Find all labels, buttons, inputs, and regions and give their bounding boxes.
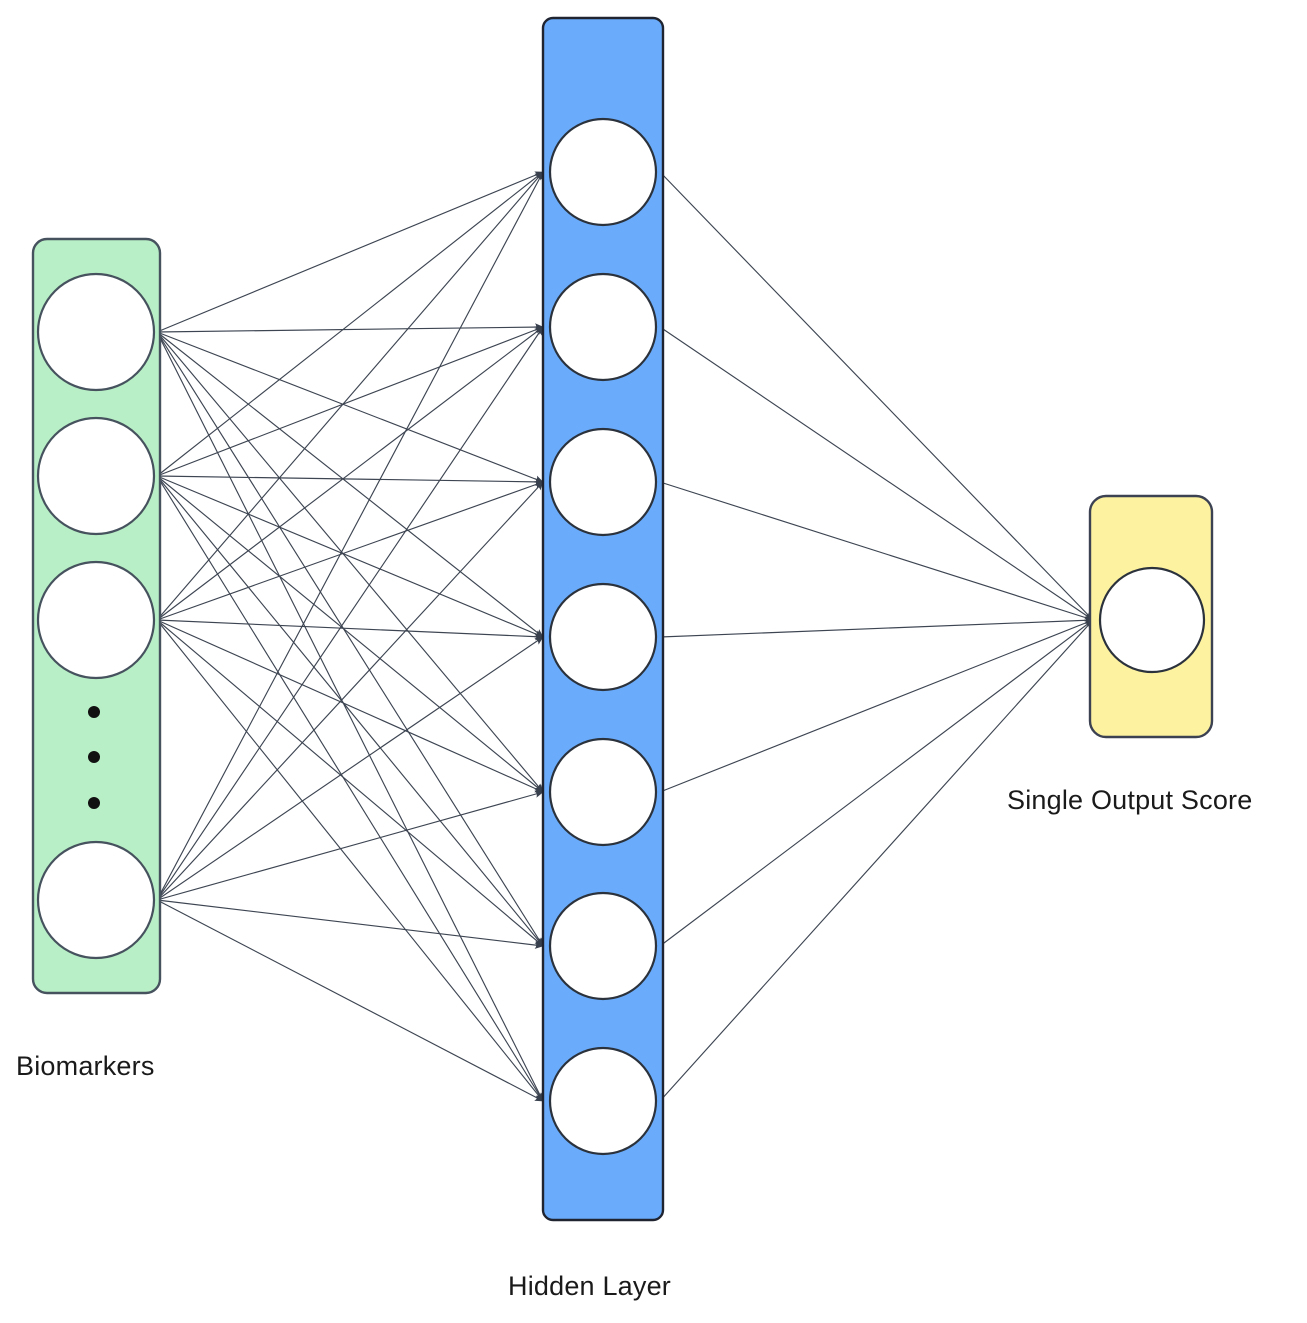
connection-input-hidden bbox=[156, 790, 544, 901]
connection-input-hidden bbox=[156, 475, 544, 486]
hidden-node bbox=[548, 427, 658, 537]
connection-input-hidden bbox=[156, 619, 544, 793]
connection-input-hidden bbox=[156, 323, 544, 333]
input-node bbox=[36, 416, 156, 536]
connection-input-hidden bbox=[156, 899, 544, 1102]
connection-input-hidden bbox=[156, 636, 544, 901]
connection-input-hidden bbox=[156, 475, 544, 793]
connection-input-hidden bbox=[156, 171, 544, 901]
hidden-node bbox=[548, 737, 658, 847]
connection-hidden-output bbox=[659, 619, 1094, 1102]
ellipsis-dot-icon bbox=[88, 751, 100, 763]
connection-input-hidden bbox=[156, 326, 544, 901]
connection-input-hidden bbox=[156, 619, 544, 947]
input-node bbox=[36, 840, 156, 960]
input-layer-label: Biomarkers bbox=[16, 1051, 155, 1081]
connection-hidden-output bbox=[659, 619, 1094, 793]
connection-input-hidden bbox=[156, 619, 544, 641]
input-node bbox=[36, 272, 156, 392]
connection-hidden-output bbox=[659, 616, 1094, 638]
input-ellipsis bbox=[88, 706, 100, 809]
output-node bbox=[1098, 566, 1206, 674]
output-layer-label: Single Output Score bbox=[1007, 785, 1253, 815]
connection-input-hidden bbox=[156, 331, 544, 947]
connection-input-hidden bbox=[156, 326, 544, 621]
connection-input-hidden bbox=[156, 481, 544, 621]
connection-input-hidden bbox=[156, 475, 544, 638]
hidden-layer-label: Hidden Layer bbox=[508, 1271, 672, 1301]
connection-input-hidden bbox=[156, 619, 544, 1102]
layer-nodes bbox=[36, 117, 1206, 1156]
connection-input-hidden bbox=[156, 326, 544, 477]
connection-input-hidden bbox=[156, 331, 544, 638]
connection-input-hidden bbox=[156, 331, 544, 483]
connection-input-hidden bbox=[156, 171, 544, 621]
edges-input-to-hidden bbox=[156, 171, 544, 1102]
ellipsis-dot-icon bbox=[88, 706, 100, 718]
ellipsis-dot-icon bbox=[88, 797, 100, 809]
connection-hidden-output bbox=[659, 481, 1094, 622]
connection-input-hidden bbox=[156, 171, 544, 333]
connection-input-hidden bbox=[156, 171, 544, 477]
hidden-node bbox=[548, 117, 658, 227]
hidden-node bbox=[548, 272, 658, 382]
connection-input-hidden bbox=[156, 481, 544, 901]
hidden-node bbox=[548, 1046, 658, 1156]
connection-input-hidden bbox=[156, 899, 544, 949]
edges-hidden-to-output bbox=[659, 171, 1094, 1102]
connection-input-hidden bbox=[156, 475, 544, 1102]
connection-hidden-output bbox=[659, 171, 1094, 621]
connection-hidden-output bbox=[659, 326, 1094, 621]
input-node bbox=[36, 560, 156, 680]
connection-input-hidden bbox=[156, 331, 544, 1102]
connection-hidden-output bbox=[659, 619, 1094, 947]
hidden-node bbox=[548, 582, 658, 692]
hidden-node bbox=[548, 891, 658, 1001]
connection-input-hidden bbox=[156, 331, 544, 793]
connection-input-hidden bbox=[156, 475, 544, 947]
